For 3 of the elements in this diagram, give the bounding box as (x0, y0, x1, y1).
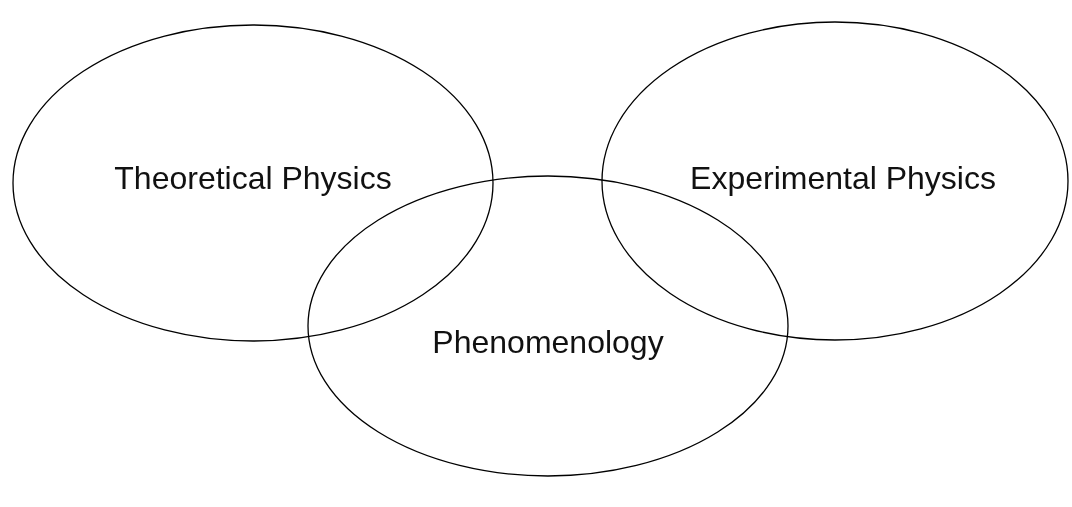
area-label: Experimental Physics (690, 159, 996, 197)
area-label: Phenomenology (432, 323, 664, 361)
area-label: Theoretical Physics (114, 159, 392, 197)
